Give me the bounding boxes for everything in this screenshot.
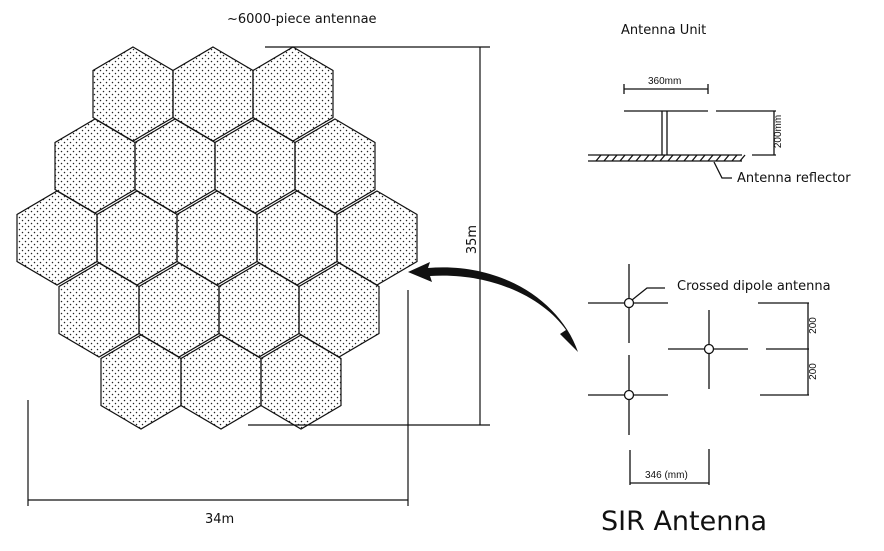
array-height-label: 35m — [465, 224, 481, 255]
hatch-line — [659, 154, 666, 162]
unit-width-label: 360mm — [648, 76, 682, 87]
unit-height-label: 200mm — [773, 114, 785, 149]
hatch-line — [643, 154, 650, 162]
array-width-label: 34m — [205, 512, 235, 527]
hexagon-panel — [260, 334, 342, 430]
caption: SIR Antenna — [601, 506, 767, 537]
hexagon-array — [16, 46, 418, 430]
hatch-line — [683, 154, 690, 162]
reflector-label: Antenna reflector — [737, 171, 851, 186]
hatch-line — [723, 154, 730, 162]
dipole-spacing-vertical-1: 200 — [807, 317, 819, 334]
hatch-line — [675, 154, 682, 162]
hatch-line — [739, 154, 746, 162]
dipole-layout-drawing — [588, 264, 809, 485]
hatch-line — [627, 154, 634, 162]
hatch-line — [731, 154, 738, 162]
curved-arrow — [408, 262, 578, 352]
unit-title: Antenna Unit — [621, 23, 707, 38]
hatch-line — [707, 154, 714, 162]
hatch-line — [651, 154, 658, 162]
array-title: ~6000-piece antennae — [227, 12, 377, 27]
dipole-spacing-vertical-2: 200 — [807, 363, 819, 380]
dipole-label: Crossed dipole antenna — [677, 279, 831, 294]
hatch-line — [595, 154, 602, 162]
dipole-spacing-horizontal: 346 (mm) — [645, 470, 688, 481]
antenna-unit-drawing — [588, 84, 776, 179]
hatch-line — [611, 154, 618, 162]
hatch-line — [667, 154, 674, 162]
hatch-line — [715, 154, 722, 162]
hatch-line — [699, 154, 706, 162]
hatch-line — [603, 154, 610, 162]
array-dimensions — [27, 46, 490, 506]
hatch-line — [635, 154, 642, 162]
hatch-line — [691, 154, 698, 162]
hatch-line — [619, 154, 626, 162]
